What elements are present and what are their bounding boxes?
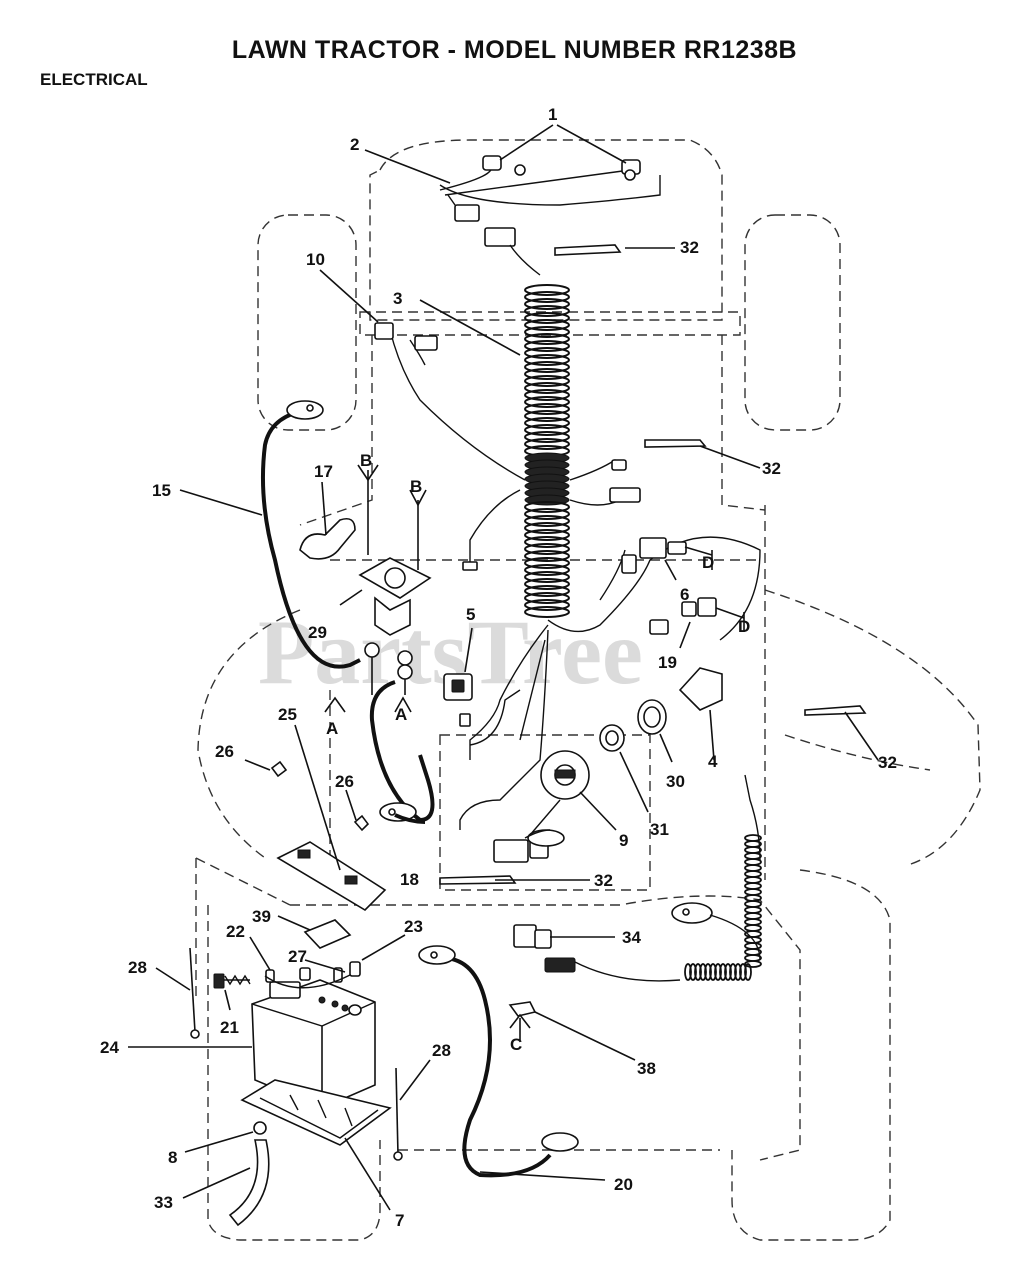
- rods-28[interactable]: [155, 947, 431, 1161]
- callout-32c: 32: [878, 753, 897, 772]
- battery-tray-7[interactable]: [240, 1079, 392, 1211]
- callout-32d: 32: [594, 871, 613, 890]
- battery-hold-down-25[interactable]: [276, 724, 387, 912]
- switch-6[interactable]: [639, 537, 713, 581]
- callout-18: 18: [400, 870, 419, 889]
- callout-4: 4: [708, 752, 718, 771]
- cable-20[interactable]: [418, 945, 606, 1181]
- callout-22: 22: [226, 922, 245, 941]
- callout-7: 7: [395, 1211, 404, 1230]
- pad-39[interactable]: [277, 915, 352, 949]
- callout-28a: 28: [128, 958, 147, 977]
- section-label: ELECTRICAL: [40, 70, 148, 89]
- connector-markers: [324, 464, 745, 1029]
- switch-19[interactable]: [649, 597, 745, 649]
- callout-28b: 28: [432, 1041, 451, 1060]
- connector-d-bottom: D: [738, 617, 750, 636]
- callout-2: 2: [350, 135, 359, 154]
- callout-6: 6: [680, 585, 689, 604]
- connector-c: C: [510, 1035, 522, 1054]
- callout-27: 27: [288, 947, 307, 966]
- callout-31: 31: [650, 820, 669, 839]
- bolts-22-27-23[interactable]: [249, 934, 406, 989]
- callout-39: 39: [252, 907, 271, 926]
- switch-34[interactable]: [513, 902, 761, 982]
- callout-3: 3: [393, 289, 402, 308]
- callout-23: 23: [404, 917, 423, 936]
- page-title: LAWN TRACTOR - MODEL NUMBER RR1238B: [231, 36, 798, 64]
- callout-33: 33: [154, 1193, 173, 1212]
- battery-24[interactable]: [128, 979, 376, 1109]
- callout-9: 9: [619, 831, 628, 850]
- callout-10: 10: [306, 250, 325, 269]
- connector-a-left: A: [326, 719, 338, 738]
- main-harness-coil[interactable]: [524, 284, 570, 618]
- cable-15[interactable]: [260, 400, 361, 669]
- hose-33[interactable]: [182, 1121, 270, 1227]
- callout-24: 24: [100, 1038, 119, 1057]
- connector-10[interactable]: [374, 322, 394, 340]
- switch-5[interactable]: [443, 627, 473, 727]
- connector-d-top: D: [702, 553, 714, 572]
- cable-18[interactable]: [369, 680, 435, 824]
- callout-30: 30: [666, 772, 685, 791]
- headlight-harness[interactable]: [439, 155, 661, 276]
- callout-34: 34: [622, 928, 641, 947]
- callout-20: 20: [614, 1175, 633, 1194]
- callout-8: 8: [168, 1148, 177, 1167]
- ring-30[interactable]: [637, 699, 673, 763]
- part-17[interactable]: [299, 481, 356, 560]
- connector-b-right: B: [410, 477, 422, 496]
- harness-connector-block: [493, 829, 565, 863]
- callout-25: 25: [278, 705, 297, 724]
- callout-1: 1: [548, 105, 557, 124]
- callout-26b: 26: [335, 772, 354, 791]
- leader-lines: [179, 124, 627, 516]
- callout-29: 29: [308, 623, 327, 642]
- callout-labels: 1 2 3 4 5 6 7 8 9 10 15 17 18 19 20 21 2…: [100, 105, 897, 1230]
- callout-32a: 32: [680, 238, 699, 257]
- wing-nuts-26[interactable]: [244, 759, 370, 832]
- callout-15: 15: [152, 481, 171, 500]
- callout-19: 19: [658, 653, 677, 672]
- clip-38[interactable]: [508, 1001, 636, 1061]
- coiled-cord[interactable]: [684, 834, 762, 981]
- solenoid-29[interactable]: [339, 470, 432, 695]
- connector-b-left: B: [360, 451, 372, 470]
- callout-17: 17: [314, 462, 333, 481]
- module-4[interactable]: [678, 667, 723, 761]
- harness-branches: [389, 329, 761, 836]
- callout-5: 5: [466, 605, 475, 624]
- callout-26a: 26: [215, 742, 234, 761]
- ignition-switch-9[interactable]: [540, 750, 617, 831]
- connector-letters: A A B B C D D: [326, 451, 750, 1054]
- callout-38: 38: [637, 1059, 656, 1078]
- connector-a-right: A: [395, 705, 407, 724]
- retainer-ties-32[interactable]: [439, 244, 879, 885]
- callout-32b: 32: [762, 459, 781, 478]
- callout-21: 21: [220, 1018, 239, 1037]
- spring-21[interactable]: [213, 973, 251, 1011]
- nut-31[interactable]: [599, 724, 649, 813]
